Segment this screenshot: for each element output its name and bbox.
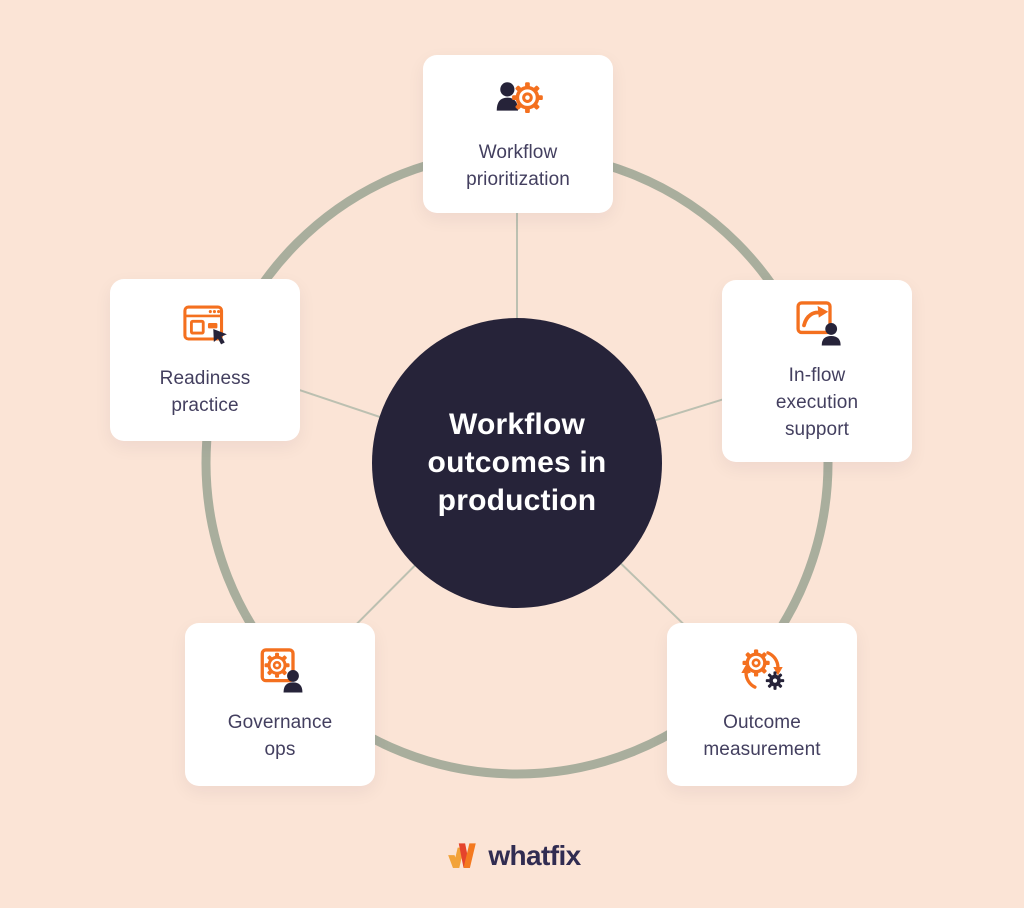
- node-label: Outcome measurement: [703, 712, 821, 760]
- node-label: In-flow execution support: [775, 365, 859, 440]
- whatfix-logo-wordmark: whatfix: [488, 840, 581, 871]
- node-label: Workflow prioritization: [466, 141, 570, 190]
- center-circle: Workflow outcomes in production: [372, 318, 662, 608]
- center-title: Workflow outcomes in production: [427, 408, 607, 517]
- framed-gear-person-icon: [260, 648, 303, 693]
- person-gear-icon: [496, 81, 543, 113]
- gears-sync-icon: [741, 649, 785, 690]
- node-card-outcome-measurement: Outcome measurement: [667, 623, 857, 786]
- node-label: Readiness practice: [159, 367, 251, 416]
- whatfix-logo-mark: [448, 843, 477, 868]
- node-label: Governance ops: [227, 712, 333, 760]
- node-card-in-flow-execution-support: In-flow execution support: [722, 280, 912, 462]
- browser-cursor-icon: [183, 305, 227, 344]
- node-card-readiness-practice: Readiness practice: [110, 279, 300, 441]
- node-card-workflow-prioritization: Workflow prioritization: [423, 55, 613, 213]
- board-arrow-person-icon: [796, 301, 841, 346]
- node-card-governance-ops: Governance ops: [185, 623, 375, 786]
- brand-footer: whatfix: [0, 836, 1024, 872]
